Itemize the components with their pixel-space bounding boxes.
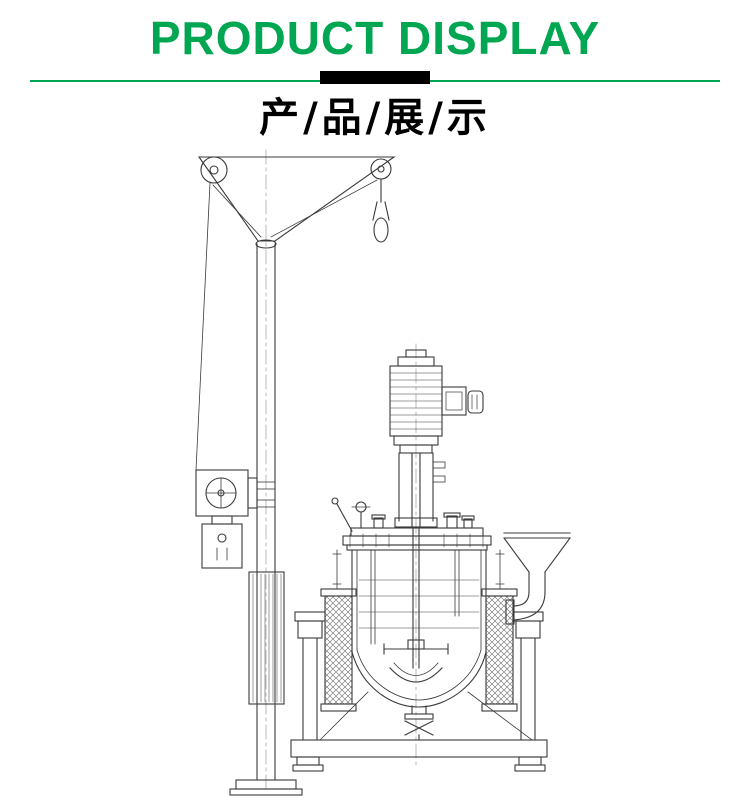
divider-line-left — [30, 80, 320, 83]
bottom-outlet-valve — [404, 705, 434, 741]
divider-line-right — [430, 80, 720, 83]
reactor-vessel — [290, 349, 571, 772]
heating-jacket — [320, 588, 518, 712]
product-technical-drawing — [195, 149, 571, 796]
title-divider — [30, 70, 720, 85]
lid-nozzles — [331, 497, 475, 533]
cable-hook — [372, 178, 390, 243]
header: PRODUCT DISPLAY 产/品/展/示 — [0, 0, 750, 140]
product-drawing-figure — [0, 144, 750, 800]
support-frame — [290, 611, 548, 772]
page-title-zh: 产/品/展/示 — [259, 95, 491, 142]
drive-motor — [389, 349, 484, 437]
column-base — [229, 779, 303, 796]
page-title-en: PRODUCT DISPLAY — [149, 12, 601, 64]
motor-junction-box — [441, 386, 484, 416]
agitator — [383, 527, 449, 683]
shaft-lantern — [393, 435, 446, 529]
lifting-column — [195, 156, 396, 796]
column-clamp-section — [248, 571, 285, 705]
lid-flange — [342, 527, 492, 551]
divider-block — [320, 71, 430, 85]
hoist-winch — [195, 469, 276, 569]
feed-funnel — [503, 532, 571, 625]
